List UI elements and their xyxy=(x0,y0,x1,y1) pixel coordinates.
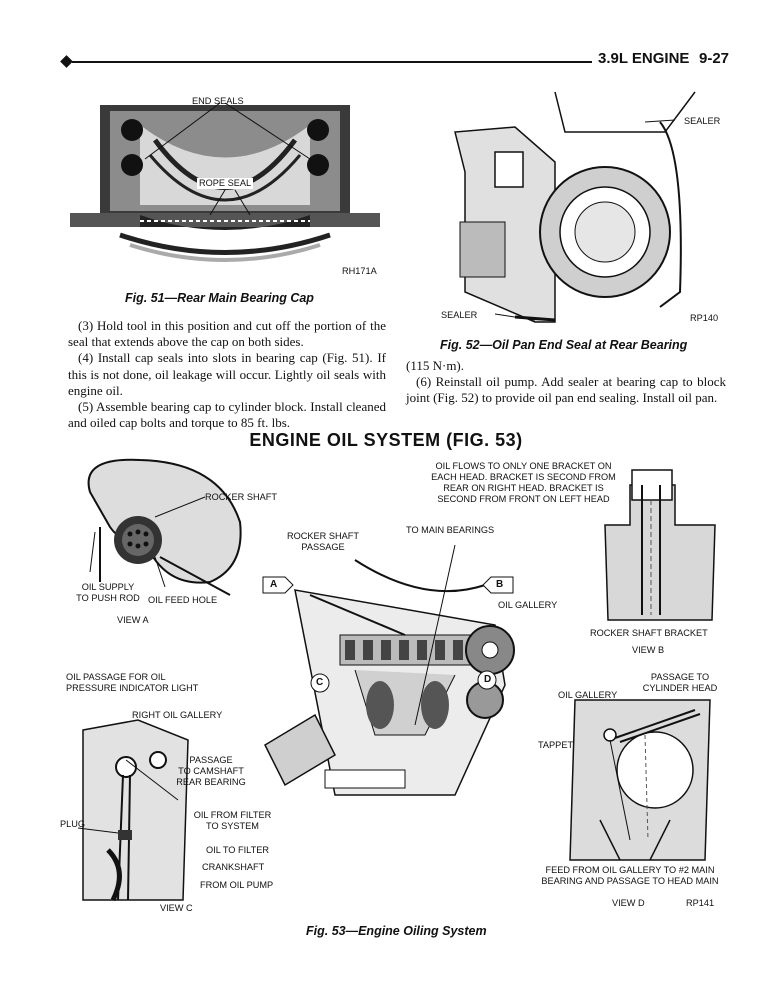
label-rope-seal: ROPE SEAL xyxy=(197,178,254,190)
fig51-caption: Fig. 51—Rear Main Bearing Cap xyxy=(125,291,314,305)
fig53-code: RP141 xyxy=(686,898,715,908)
marker-d: D xyxy=(484,674,492,685)
label-oil-passage-line1: OIL PASSAGE FOR OIL xyxy=(66,672,166,682)
label-passage-head-line1: PASSAGE TO xyxy=(650,672,710,682)
label-oil-supply-line2: TO PUSH ROD xyxy=(76,593,140,604)
view-b-illustration xyxy=(604,469,716,621)
page-number: 9-27 xyxy=(699,50,730,67)
label-tappet: TAPPET xyxy=(538,740,574,750)
label-right-oil-gallery: RIGHT OIL GALLERY xyxy=(132,710,223,720)
paragraph-step-5: (5) Assemble bearing cap to cylinder blo… xyxy=(68,399,386,431)
label-to-main-bearings: TO MAIN BEARINGS xyxy=(406,525,495,535)
label-oil-gallery-view-d: OIL GALLERY xyxy=(558,690,618,700)
label-passage-camshaft: PASSAGE TO CAMSHAFT REAR BEARING xyxy=(176,755,246,788)
view-d-title: VIEW D xyxy=(612,898,645,908)
label-oil-from-filter-line2: TO SYSTEM xyxy=(206,821,259,832)
label-passage-camshaft-line1: PASSAGE xyxy=(189,755,233,765)
label-passage-camshaft-line3: REAR BEARING xyxy=(176,777,246,788)
view-d-illustration xyxy=(569,699,711,861)
right-column-text: (115 N·m). (6) Reinstall oil pump. Add s… xyxy=(406,358,726,407)
label-end-seals: END SEALS xyxy=(192,96,244,106)
fig52-caption: Fig. 52—Oil Pan End Seal at Rear Bearing xyxy=(440,338,688,352)
marker-b: B xyxy=(496,579,504,590)
marker-c: C xyxy=(316,677,324,688)
label-rocker-shaft-passage-line1: ROCKER SHAFT xyxy=(287,531,359,541)
paragraph-step-6: (6) Reinstall oil pump. Add sealer at be… xyxy=(406,374,726,406)
label-feed-note: FEED FROM OIL GALLERY TO #2 MAIN BEARING… xyxy=(530,865,730,887)
header-rule xyxy=(72,61,592,63)
label-passage-cylinder-head: PASSAGE TO CYLINDER HEAD xyxy=(640,672,720,694)
label-oil-flows-note: OIL FLOWS TO ONLY ONE BRACKET ON EACH HE… xyxy=(416,461,631,505)
label-sealer-bottom: SEALER xyxy=(441,310,478,320)
label-rocker-shaft-passage: ROCKER SHAFT PASSAGE xyxy=(278,531,368,553)
label-rocker-shaft-bracket: ROCKER SHAFT BRACKET xyxy=(590,628,708,638)
label-oil-supply: OIL SUPPLY TO PUSH ROD xyxy=(72,582,144,604)
label-oil-from-filter: OIL FROM FILTER TO SYSTEM xyxy=(190,810,275,832)
section-title: ENGINE OIL SYSTEM (FIG. 53) xyxy=(249,430,523,450)
label-sealer-top: SEALER xyxy=(684,116,721,126)
label-passage-camshaft-line2: TO CAMSHAFT xyxy=(178,766,244,777)
label-oil-gallery-center: OIL GALLERY xyxy=(498,600,558,610)
label-rocker-shaft: ROCKER SHAFT xyxy=(205,492,277,502)
label-oil-supply-line1: OIL SUPPLY xyxy=(81,582,135,592)
engine-illustration xyxy=(262,544,515,796)
view-a-title: VIEW A xyxy=(117,615,149,625)
label-feed-line1: FEED FROM OIL GALLERY TO #2 MAIN xyxy=(545,865,715,875)
left-column-text: (3) Hold tool in this position and cut o… xyxy=(68,318,386,431)
label-oil-feed-hole: OIL FEED HOLE xyxy=(148,595,218,605)
fig51-illustration xyxy=(70,102,380,262)
label-oil-flows-line3: REAR ON RIGHT HEAD. BRACKET IS xyxy=(443,483,604,494)
label-feed-line2: BEARING AND PASSAGE TO HEAD MAIN xyxy=(541,876,719,887)
fig51-code: RH171A xyxy=(342,266,377,276)
header-bullet xyxy=(60,55,73,68)
view-c-title: VIEW C xyxy=(160,903,193,913)
label-oil-to-filter: OIL TO FILTER xyxy=(206,845,269,855)
marker-a: A xyxy=(270,579,278,590)
paragraph-continuation: (115 N·m). xyxy=(406,358,465,373)
label-crankshaft: CRANKSHAFT xyxy=(202,862,265,872)
label-oil-from-filter-line1: OIL FROM FILTER xyxy=(193,810,272,820)
paragraph-step-3: (3) Hold tool in this position and cut o… xyxy=(68,318,386,350)
label-plug: PLUG xyxy=(60,819,86,829)
label-oil-flows-line2: EACH HEAD. BRACKET IS SECOND FROM xyxy=(431,472,616,483)
label-oil-flows-line4: SECOND FROM FRONT ON LEFT HEAD xyxy=(437,494,610,505)
header-section: 3.9L ENGINE xyxy=(598,50,690,67)
label-passage-head-line2: CYLINDER HEAD xyxy=(642,683,718,694)
fig53-caption: Fig. 53—Engine Oiling System xyxy=(306,924,487,938)
view-b-title: VIEW B xyxy=(632,645,665,655)
label-from-oil-pump: FROM OIL PUMP xyxy=(200,880,274,890)
fig52-illustration xyxy=(454,91,696,323)
paragraph-step-4: (4) Install cap seals into slots in bear… xyxy=(68,350,386,398)
view-c-illustration xyxy=(77,719,189,902)
label-oil-flows-line1: OIL FLOWS TO ONLY ONE BRACKET ON xyxy=(435,461,612,471)
label-rocker-shaft-passage-line2: PASSAGE xyxy=(301,542,345,553)
label-oil-passage-line2: PRESSURE INDICATOR LIGHT xyxy=(66,683,199,694)
label-oil-passage-indicator: OIL PASSAGE FOR OIL PRESSURE INDICATOR L… xyxy=(66,672,198,694)
view-a-illustration xyxy=(87,458,242,596)
fig52-code: RP140 xyxy=(690,313,719,323)
